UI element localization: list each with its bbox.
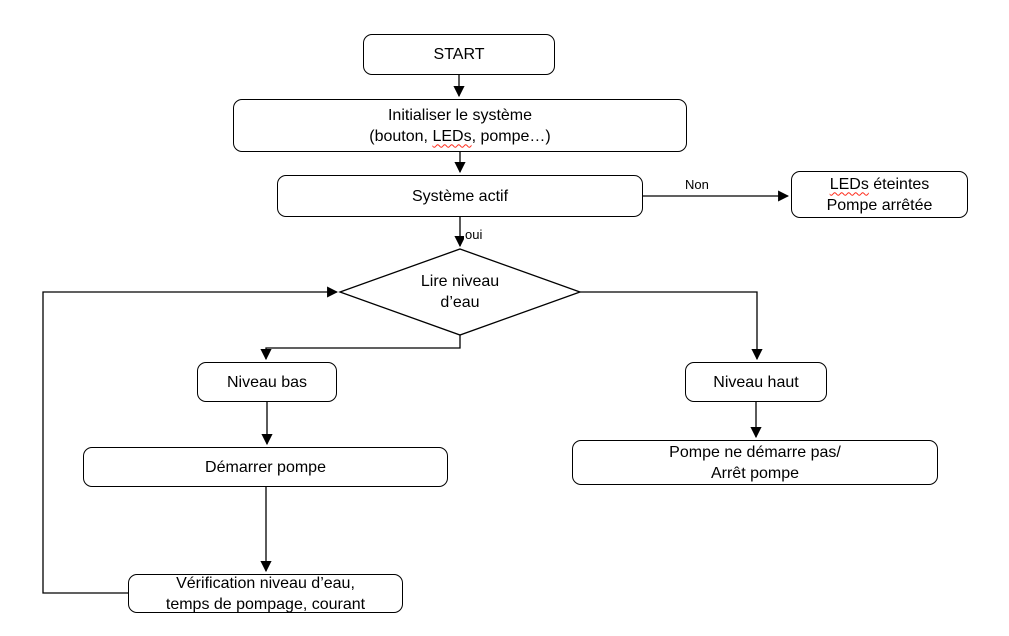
node-start-label: START xyxy=(433,46,485,63)
node-pompe-arret: Pompe ne démarre pas/ Arrêt pompe xyxy=(572,440,938,485)
node-verification-line1: Vérification niveau d’eau, xyxy=(176,574,355,592)
connector-decision-niveau-haut xyxy=(580,291,763,361)
node-decision-lire-niveau: Lire niveau d’eau xyxy=(360,261,560,323)
node-initialiser-line1: Initialiser le système xyxy=(387,106,533,124)
node-leds-line1: LEDs éteintes xyxy=(829,175,930,193)
decision-line1: Lire niveau xyxy=(420,273,500,290)
decision-line2: d’eau xyxy=(440,294,480,311)
node-niveau-haut: Niveau haut xyxy=(685,362,827,402)
node-leds-line2: Pompe arrêtée xyxy=(826,196,933,214)
node-demarrer-pompe-label: Démarrer pompe xyxy=(205,458,326,476)
node-pompe-arret-line1: Pompe ne démarre pas/ xyxy=(669,443,841,461)
connector-verification-loop-decision xyxy=(42,286,339,594)
decision-diamond-shape xyxy=(338,248,582,336)
node-verification: Vérification niveau d’eau, temps de pomp… xyxy=(128,574,403,613)
node-niveau-bas: Niveau bas xyxy=(197,362,337,402)
node-initialiser-systeme: Initialiser le système (bouton, LEDs, po… xyxy=(233,99,687,152)
spellcheck-word-leds: LEDs xyxy=(432,127,472,145)
node-start: START xyxy=(363,34,555,75)
node-verification-line2: temps de pompage, courant xyxy=(165,595,366,613)
spellcheck-word-leds-2: LEDs xyxy=(829,175,869,193)
node-systeme-actif: Système actif xyxy=(277,175,643,217)
node-demarrer-pompe: Démarrer pompe xyxy=(83,447,448,487)
connector-decision-niveau-bas xyxy=(260,335,461,361)
node-niveau-bas-label: Niveau bas xyxy=(226,373,308,391)
node-niveau-haut-label: Niveau haut xyxy=(713,373,799,391)
node-initialiser-line2: (bouton, LEDs, pompe…) xyxy=(369,127,551,145)
node-pompe-arret-line2: Arrêt pompe xyxy=(710,464,800,482)
node-systeme-actif-label: Système actif xyxy=(411,187,509,205)
edge-label-oui: oui xyxy=(464,227,484,242)
node-leds-eteintes: LEDs éteintes Pompe arrêtée xyxy=(791,171,968,218)
edge-label-non: Non xyxy=(684,177,710,192)
